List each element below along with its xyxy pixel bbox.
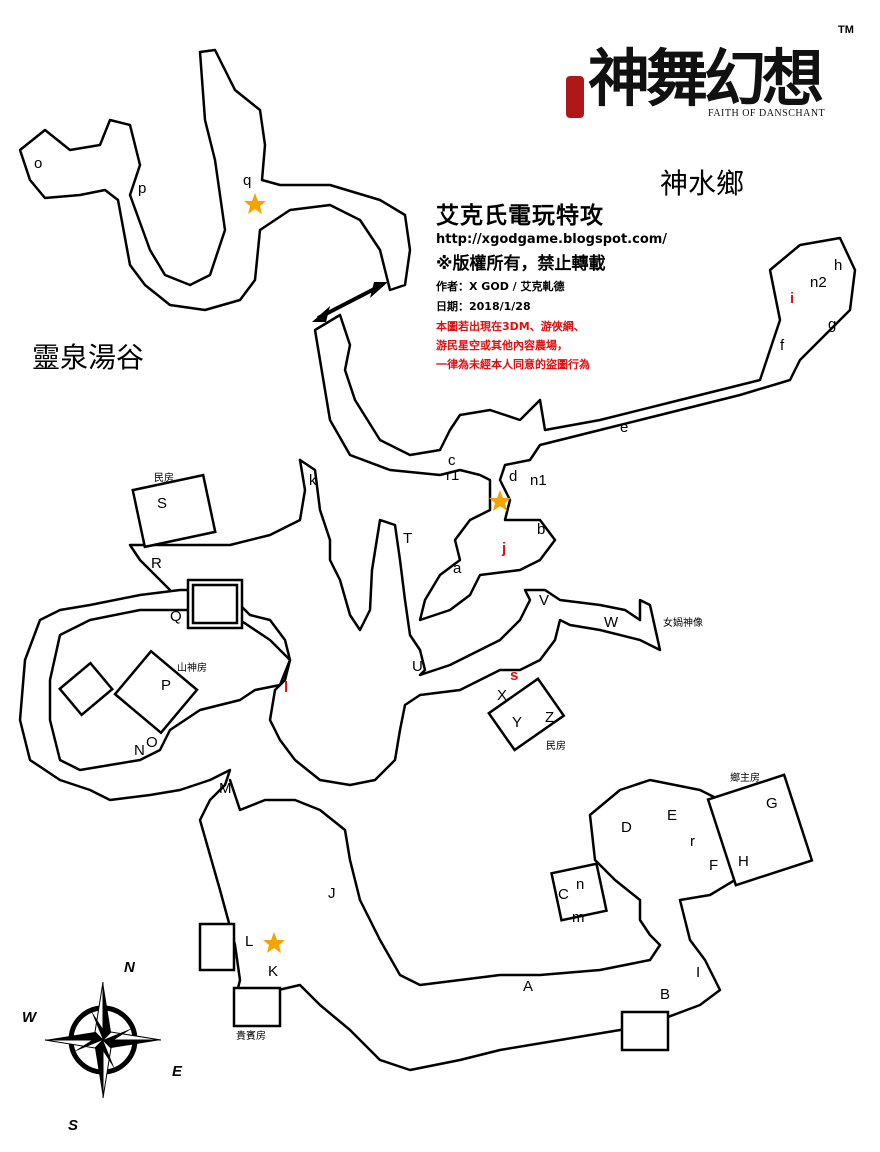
compass-e: E (172, 1063, 183, 1080)
house-p (113, 649, 199, 735)
house-c (550, 862, 608, 922)
compass-w: W (22, 1009, 38, 1026)
guest-room (232, 986, 282, 1028)
caption-statue: 女媧神像 (663, 616, 703, 629)
label-S: S (157, 495, 167, 512)
label-h: h (834, 257, 842, 274)
label-c: c (448, 452, 456, 469)
house-small (57, 661, 115, 717)
caption-guest-room: 貴賓房 (236, 1029, 266, 1042)
caption-mountain-temple: 山神房 (177, 661, 207, 674)
label-X: X (497, 687, 507, 704)
game-logo: 神舞幻想 FAITH OF DANSCHANT TM (566, 24, 866, 134)
caption-house-top: 民房 (154, 471, 174, 484)
credit-warning-3: 一律為未經本人同意的盜圖行為 (436, 358, 590, 371)
label-B: B (660, 986, 670, 1003)
label-b: b (537, 521, 545, 538)
label-N: N (134, 742, 145, 759)
label-Y: Y (512, 714, 522, 731)
label-V: V (539, 592, 549, 609)
caption-house-right: 民房 (546, 739, 566, 752)
logo-seal (566, 76, 584, 118)
logo-title: 神舞幻想 (588, 42, 824, 115)
label-A: A (523, 978, 533, 995)
label-Z: Z (545, 709, 554, 726)
label-M: M (219, 780, 232, 797)
region-secondary: 靈泉湯谷 (32, 341, 145, 374)
compass-s: S (68, 1117, 78, 1134)
label-R: R (151, 555, 162, 572)
label-q: q (243, 172, 251, 189)
label-D: D (621, 819, 632, 836)
passage-arrow (312, 282, 388, 322)
label-n1: n1 (530, 472, 547, 489)
label-g: g (828, 316, 836, 333)
label-p: p (138, 180, 146, 197)
label-l: l (284, 679, 288, 696)
house-q-inner (191, 583, 239, 625)
label-i: i (790, 290, 794, 307)
label-k: k (309, 472, 317, 489)
logo-trademark: TM (838, 24, 854, 36)
house-b (620, 1010, 670, 1052)
label-d: d (509, 468, 517, 485)
village-head-house (706, 773, 814, 887)
label-W: W (604, 614, 619, 631)
label-O: O (146, 734, 158, 751)
label-m: m (572, 909, 585, 926)
label-K: K (268, 963, 278, 980)
cave-path-north (18, 48, 412, 312)
credit-warning-2: 游民星空或其他內容農場， (436, 339, 568, 352)
label-H: H (738, 853, 749, 870)
house-yz (487, 677, 566, 752)
label-e: e (620, 419, 628, 436)
cave-path-central (313, 236, 857, 622)
credit-block: 艾克氏電玩特攻 http://xgodgame.blogspot.com/ ※版… (436, 196, 686, 374)
label-n2: n2 (810, 274, 827, 291)
cave-path-west-inner (128, 458, 307, 592)
label-I: I (696, 964, 700, 981)
credit-warning-1: 本圖若出現在3DM、游俠網、 (436, 320, 585, 333)
region-main: 神水鄉 (660, 167, 745, 200)
label-r1: r1 (446, 467, 459, 484)
label-F: F (709, 857, 718, 874)
label-r: r (690, 833, 695, 850)
label-o: o (34, 155, 42, 172)
label-a: a (453, 560, 462, 577)
label-J: J (328, 885, 336, 902)
label-T: T (403, 530, 412, 547)
label-f: f (780, 337, 785, 354)
label-Q: Q (170, 608, 182, 625)
label-L: L (245, 933, 253, 950)
cave-path-west (18, 458, 737, 1072)
compass-rose (44, 981, 162, 1099)
credit-date: 日期：2018/1/28 (436, 300, 531, 313)
caption-village-head: 鄉主房 (730, 771, 760, 784)
house-s (131, 473, 217, 549)
label-C: C (558, 886, 569, 903)
house-l (198, 922, 236, 972)
credit-author: 作者：X GOD / 艾克軋德 (436, 280, 565, 293)
star-marker (244, 193, 511, 953)
label-n: n (576, 876, 584, 893)
credit-url: http://xgodgame.blogspot.com/ (436, 232, 668, 247)
label-s: s (510, 667, 518, 684)
label-E: E (667, 807, 677, 824)
label-j: j (501, 540, 506, 557)
label-G: G (766, 795, 778, 812)
credit-rights: ※版權所有，禁止轉載 (436, 254, 606, 274)
label-U: U (412, 658, 423, 675)
logo-subtitle: FAITH OF DANSCHANT (708, 108, 826, 119)
compass-n: N (124, 959, 136, 976)
credit-title: 艾克氏電玩特攻 (436, 203, 604, 229)
label-P: P (161, 677, 171, 694)
